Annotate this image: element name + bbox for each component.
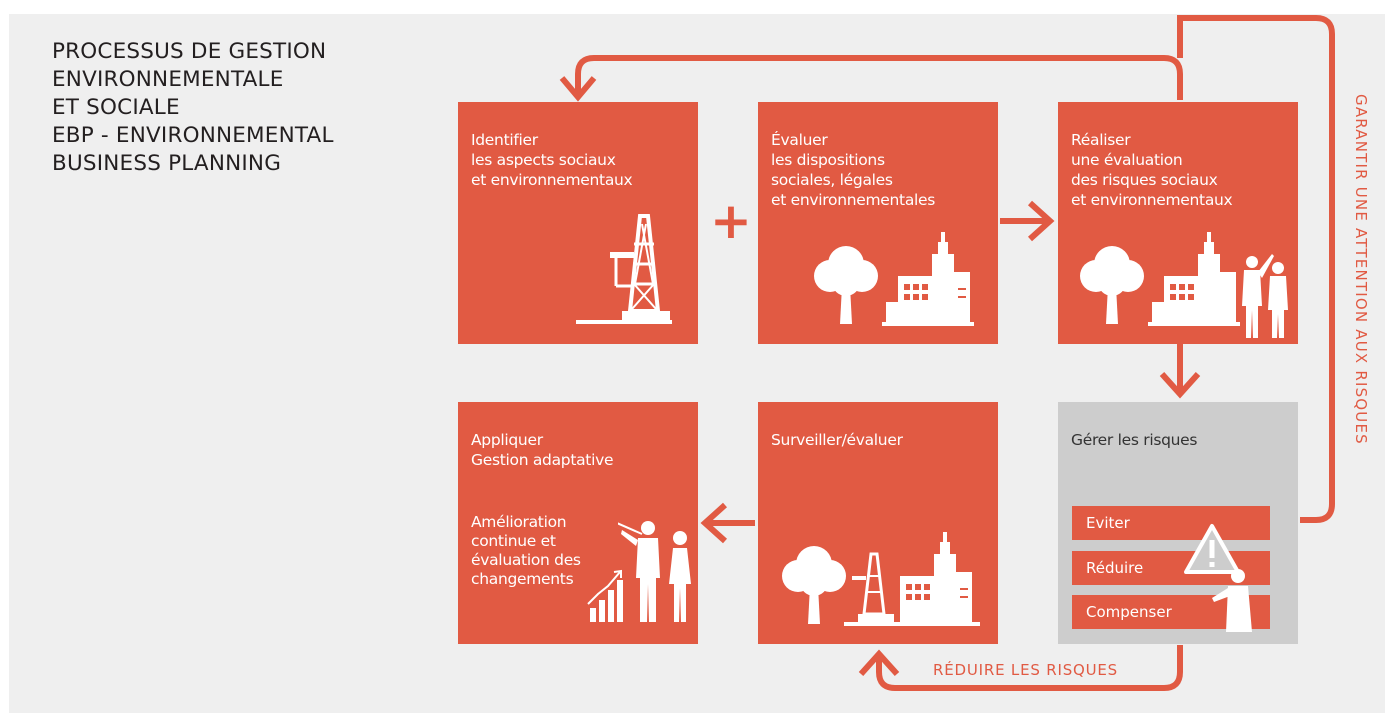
step-line: une évaluation (1071, 151, 1183, 169)
arrow-reduire (876, 645, 1183, 691)
diagram-title: PROCESSUS DE GESTION ENVIRONNEMENTALE ET… (52, 38, 334, 178)
sub-line: évaluation des (471, 551, 581, 569)
sub-line: changements (471, 570, 574, 588)
step-line: Réaliser (1071, 131, 1131, 149)
step-surveiller: Surveiller/évaluer (758, 402, 998, 644)
people-icon (1242, 254, 1288, 338)
sub-line: Amélioration (471, 513, 567, 531)
step-appliquer-subtext: Amélioration continue et évaluation des … (471, 513, 581, 589)
city-icon (888, 532, 980, 626)
step-line: Appliquer (471, 431, 543, 449)
arrowhead-reduire (858, 649, 900, 677)
step-line: et environnementaux (1071, 191, 1233, 209)
step-line: et environnementales (771, 191, 936, 209)
step-gerer: Gérer les risques Eviter Réduire Compens… (1058, 402, 1298, 644)
loop-label: GARANTIR UNE ATTENTION AUX RISQUES (1352, 94, 1370, 445)
step-line: sociales, légales (771, 171, 893, 189)
step-appliquer-text: Appliquer Gestion adaptative (471, 430, 613, 470)
step-evaluer-text: Évaluer les dispositions sociales, légal… (771, 130, 935, 210)
title-line: PROCESSUS DE GESTION (52, 39, 327, 64)
drilling-rig-icon (576, 214, 672, 324)
arrowhead-realiser-gerer (1159, 371, 1201, 399)
step-line: les aspects sociaux (471, 151, 616, 169)
arrowhead-surveiller-appliquer (700, 502, 728, 544)
step-line: Identifier (471, 131, 538, 149)
tree-icon (782, 546, 846, 624)
city-icon (1148, 232, 1240, 326)
step-realiser: Réaliser une évaluation des risques soci… (1058, 102, 1298, 344)
step-line: Gestion adaptative (471, 451, 614, 469)
step-gerer-text: Gérer les risques (1071, 430, 1198, 450)
step-surveiller-text: Surveiller/évaluer (771, 430, 903, 450)
step-evaluer: Évaluer les dispositions sociales, légal… (758, 102, 998, 344)
arrowhead-evaluer-realiser (1027, 200, 1055, 242)
sub-line: continue et (471, 532, 556, 550)
loop-arrowhead-top (559, 76, 597, 102)
tree-icon (1080, 246, 1144, 324)
step-line: les dispositions (771, 151, 885, 169)
warning-icon (1184, 524, 1252, 632)
step-line: et environnementaux (471, 171, 633, 189)
city-icon (882, 232, 974, 326)
plus-sign: + (710, 192, 752, 250)
option-eviter: Eviter (1072, 506, 1270, 540)
growth-chart-icon (587, 569, 623, 622)
step-identifier: Identifier les aspects sociaux et enviro… (458, 102, 698, 344)
title-line: BUSINESS PLANNING (52, 151, 282, 176)
step-line: Gérer les risques (1071, 431, 1198, 449)
step-appliquer: Appliquer Gestion adaptative Amélioratio… (458, 402, 698, 644)
title-line: ENVIRONNEMENTALE (52, 67, 284, 92)
title-line: EBP - ENVIRONNEMENTAL (52, 123, 334, 148)
title-line: ET SOCIALE (52, 95, 180, 120)
step-line: Évaluer (771, 131, 828, 149)
step-line: des risques sociaux (1071, 171, 1218, 189)
step-line: Surveiller/évaluer (771, 431, 903, 449)
reduce-label: RÉDUIRE LES RISQUES (933, 661, 1118, 679)
people-icon (618, 521, 691, 622)
loop-arrow-right (1177, 15, 1335, 523)
loop-arrow-top (575, 55, 1183, 100)
drilling-rig-icon (844, 552, 900, 626)
step-realiser-text: Réaliser une évaluation des risques soci… (1071, 130, 1233, 210)
step-identifier-text: Identifier les aspects sociaux et enviro… (471, 130, 633, 190)
tree-icon (814, 246, 878, 324)
